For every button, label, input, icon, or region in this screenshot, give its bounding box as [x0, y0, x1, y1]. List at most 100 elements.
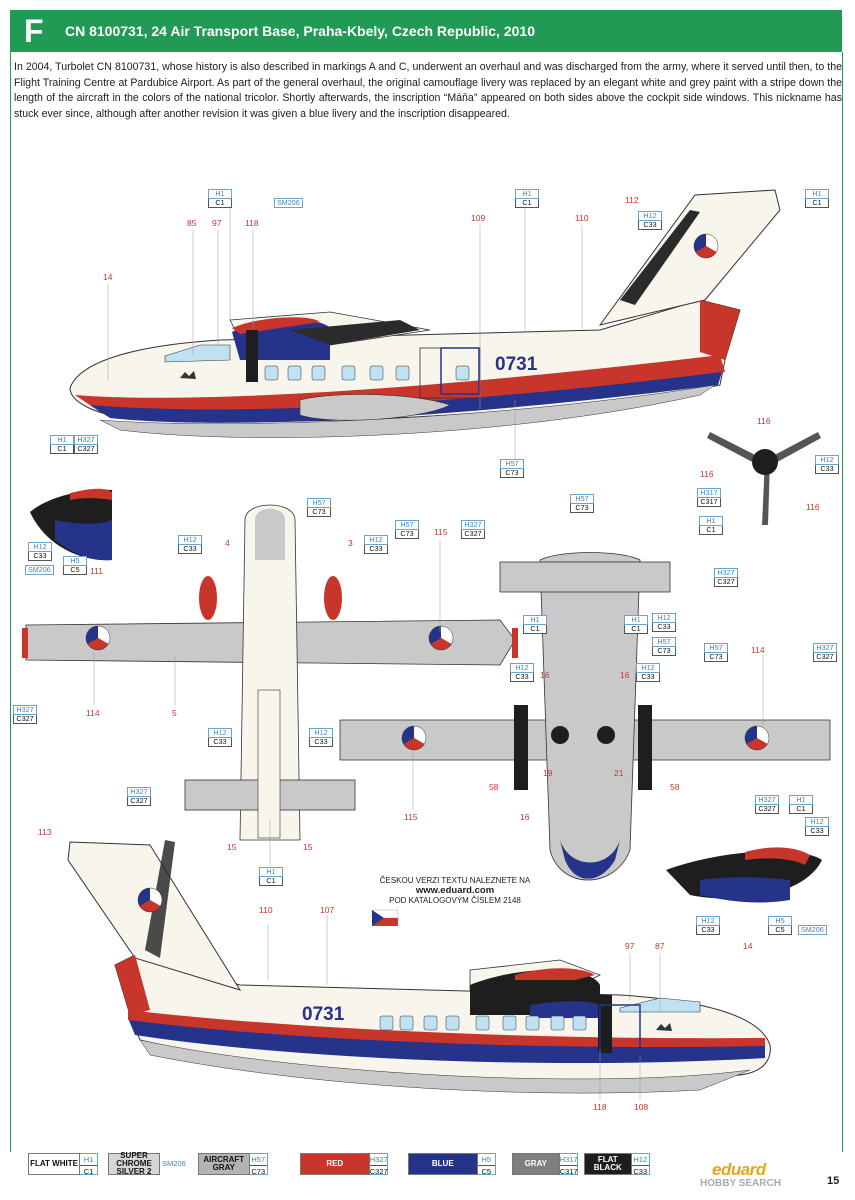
legend-code-c: C317 — [559, 1165, 578, 1176]
cowling-detail-left — [30, 488, 112, 561]
callout-97-b: 97 — [625, 941, 635, 951]
legend-swatch: SUPER CHROME SILVER 2 — [108, 1152, 160, 1176]
callout-15-a: 15 — [227, 842, 237, 852]
aircraft-number-bottom: 0731 — [302, 1004, 345, 1025]
callout-111: 111 — [90, 566, 103, 576]
callout-16-b: 16 — [620, 670, 630, 680]
legend-code-h: H327 — [369, 1155, 388, 1164]
legend-code-c: C5 — [477, 1165, 495, 1177]
callout-112: 112 — [625, 195, 639, 205]
legend-swatch: RED — [299, 1153, 370, 1175]
legend-code-h: H317 — [559, 1155, 578, 1164]
legend-swatch: FLAT WHITE — [28, 1153, 80, 1175]
callout-110-b: 110 — [259, 905, 273, 915]
marking-title: CN 8100731, 24 Air Transport Base, Praha… — [65, 23, 535, 39]
legend-code-h: H1 — [83, 1155, 94, 1164]
right-frame-line — [842, 52, 843, 1152]
callout-113: 113 — [38, 827, 52, 837]
hobby-search-watermark: HOBBY SEARCH — [700, 1178, 781, 1189]
callout-115: 115 — [434, 527, 448, 537]
paint-label: SM206 — [798, 925, 827, 935]
callout-116-b: 116 — [700, 469, 714, 479]
callout-4: 4 — [225, 538, 230, 548]
legend-code: SM206 — [162, 1159, 186, 1168]
left-frame-line — [10, 52, 11, 1152]
legend-code-c: C327 — [369, 1165, 388, 1176]
eduard-logo: eduard — [712, 1160, 766, 1179]
cowling-detail-right — [666, 847, 822, 903]
note-line2: POD KATALOGOVÝM ČÍSLEM 2148 — [389, 896, 521, 905]
profile-left-view: 0731 — [67, 840, 771, 1094]
legend-code-h: H5 — [481, 1155, 492, 1164]
note-line1: ČESKOU VERZI TEXTU NALEZNETE NA — [379, 876, 531, 885]
callout-14-b: 14 — [743, 941, 753, 951]
legend-code-c: C33 — [631, 1165, 649, 1176]
callout-116-a: 116 — [757, 416, 771, 426]
callout-16-c: 16 — [520, 812, 530, 822]
aircraft-number-top: 0731 — [495, 354, 538, 375]
title-bar: F CN 8100731, 24 Air Transport Base, Pra… — [10, 10, 842, 52]
callout-21: 21 — [614, 768, 624, 778]
legend-swatch: AIRCRAFT GRAY — [197, 1153, 250, 1175]
callout-16-a: 16 — [540, 670, 550, 680]
paint-label: SM206 — [274, 198, 303, 208]
legend-code-h: H12 — [633, 1155, 648, 1164]
marking-letter: F — [24, 13, 44, 49]
note-url[interactable]: www.eduard.com — [415, 885, 495, 896]
callout-3: 3 — [348, 538, 353, 548]
callout-109: 109 — [471, 213, 486, 223]
czech-flag-icon — [371, 909, 399, 926]
top-view — [22, 504, 518, 841]
legend-code-c: C1 — [80, 1165, 97, 1177]
leader-lines — [93, 205, 764, 1100]
callout-85: 85 — [187, 218, 197, 228]
profile-right-view: 0731 — [69, 189, 781, 438]
legend-swatch: FLAT BLACK — [583, 1153, 632, 1175]
bottom-view — [339, 552, 831, 881]
czech-note: ČESKOU VERZI TEXTU NALEZNETE NA www.edua… — [340, 876, 570, 906]
legend-code-c: C73 — [249, 1165, 267, 1176]
intro-text: In 2004, Turbolet CN 8100731, whose hist… — [14, 61, 842, 120]
callout-87: 87 — [655, 941, 665, 951]
callout-118: 118 — [245, 218, 259, 228]
callout-110: 110 — [575, 213, 589, 223]
